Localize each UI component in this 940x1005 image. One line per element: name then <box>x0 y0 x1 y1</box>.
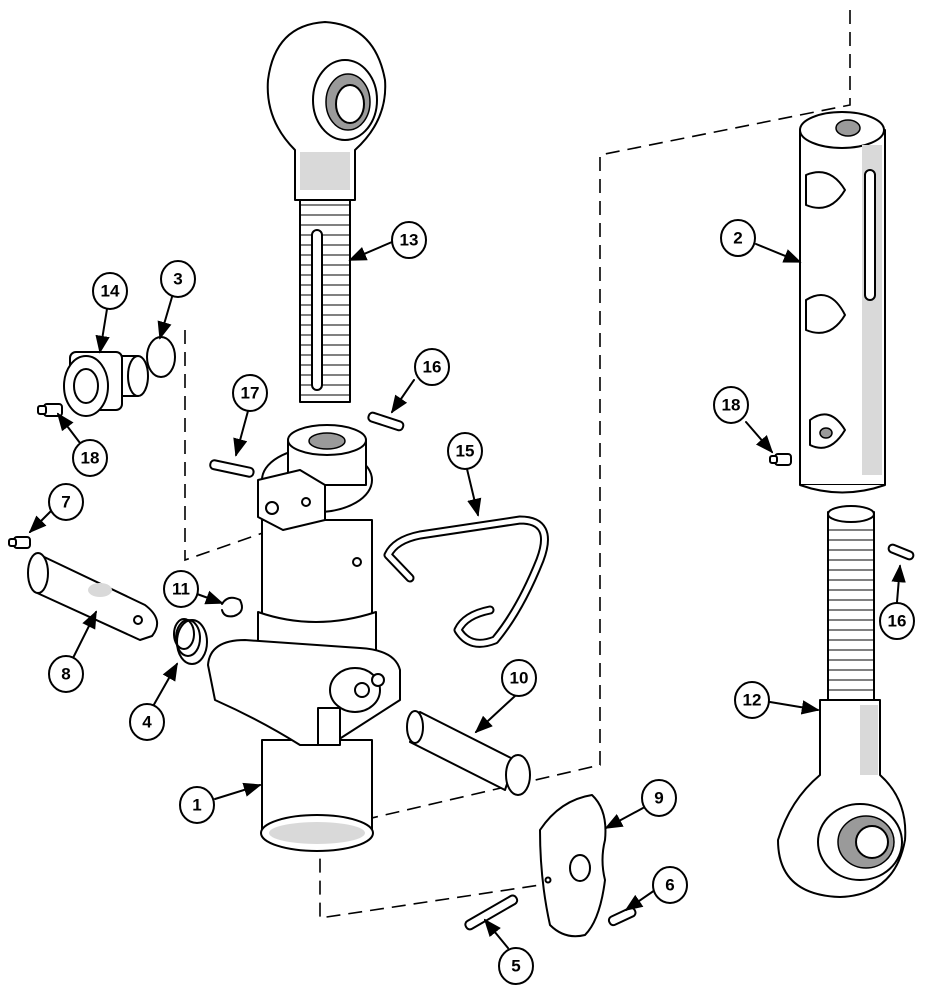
callout-17: 17 <box>232 374 268 412</box>
callout-label: 7 <box>61 493 70 512</box>
callout-4: 4 <box>129 703 165 741</box>
callout-label: 12 <box>743 691 762 710</box>
part-9-plate <box>539 794 607 938</box>
part-16-roll-pin-upper <box>367 411 405 432</box>
callout-3: 3 <box>160 260 196 298</box>
callout-label: 2 <box>733 229 742 248</box>
callout-label: 15 <box>456 442 475 461</box>
callout-5: 5 <box>498 947 534 985</box>
callout-6: 6 <box>652 866 688 904</box>
callout-label: 9 <box>654 789 663 808</box>
callout-7: 7 <box>48 483 84 521</box>
callout-label: 6 <box>665 876 674 895</box>
callout-13: 13 <box>391 221 427 259</box>
callout-18-left: 18 <box>72 439 108 477</box>
part-13-upper-rod-end <box>266 21 387 403</box>
part-2-tube <box>799 111 886 494</box>
callout-1: 1 <box>179 786 215 824</box>
part-11-clip <box>221 596 243 618</box>
callout-label: 13 <box>400 231 419 250</box>
part-7-grease-fitting <box>8 536 31 549</box>
callout-12: 12 <box>734 681 770 719</box>
callout-16-upper: 16 <box>414 348 450 386</box>
callout-2: 2 <box>720 219 756 257</box>
callout-14: 14 <box>92 272 128 310</box>
callout-label: 17 <box>241 384 260 403</box>
callout-label: 5 <box>511 957 520 976</box>
callout-label: 3 <box>173 270 182 289</box>
part-18-grease-fitting-right <box>769 453 792 466</box>
callout-8: 8 <box>48 655 84 693</box>
callout-label: 16 <box>423 358 442 377</box>
callout-label: 18 <box>722 396 741 415</box>
part-17-roll-pin <box>209 459 255 478</box>
callout-label: 14 <box>101 282 120 301</box>
leader-arrows <box>28 241 906 949</box>
part-6-roll-pin <box>607 906 637 927</box>
part-1-main-body <box>207 424 401 852</box>
part-12-lower-rod-end <box>777 505 907 898</box>
part-8-pin <box>27 552 159 641</box>
part-15-retaining-wire <box>383 515 549 648</box>
part-14-plug <box>63 351 149 417</box>
callout-label: 18 <box>81 449 100 468</box>
callout-label: 10 <box>510 669 529 688</box>
callout-16-right: 16 <box>879 602 915 640</box>
callout-9: 9 <box>641 779 677 817</box>
callout-15: 15 <box>447 432 483 470</box>
callout-label: 4 <box>142 713 152 732</box>
callout-label: 11 <box>172 580 190 599</box>
part-10-pin <box>406 710 531 796</box>
part-3-o-ring <box>146 336 176 378</box>
callout-label: 8 <box>61 665 70 684</box>
callout-18-right: 18 <box>713 386 749 424</box>
callout-11: 11 <box>163 570 199 608</box>
callout-10: 10 <box>501 659 537 697</box>
part-4-spring <box>173 618 208 665</box>
part-5-roll-pin <box>464 894 519 931</box>
callout-label: 16 <box>888 612 907 631</box>
callout-label: 1 <box>192 796 201 815</box>
part-16-roll-pin-right <box>887 543 915 561</box>
